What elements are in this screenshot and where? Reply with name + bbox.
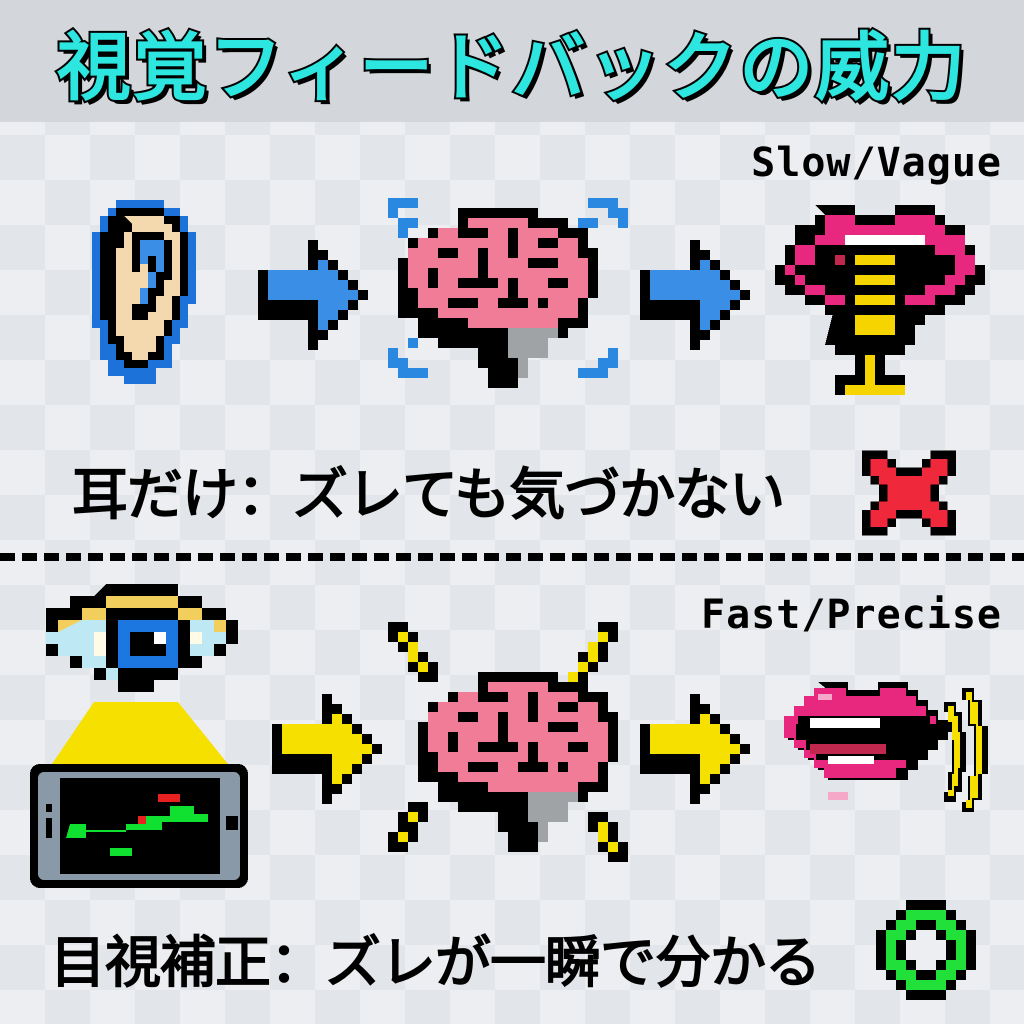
speed-label-fast: Fast/Precise: [701, 592, 1002, 638]
caption-visual: 目視補正：ズレが一瞬で分かる: [50, 930, 821, 996]
brain-icon: [378, 612, 648, 882]
arrow-right-icon: [272, 694, 382, 804]
confusion-marks: [388, 198, 628, 378]
green-circle-icon: [876, 898, 976, 1002]
caption-ear-only: 耳だけ：ズレても気づかない: [72, 462, 785, 528]
arrow-right-icon: [640, 694, 750, 804]
sight-beam: [52, 702, 228, 764]
speed-label-slow: Slow/Vague: [751, 140, 1002, 186]
section-divider: [0, 553, 1024, 561]
caption-row-ear-only: 耳だけ：ズレても気づかない: [0, 450, 1024, 536]
phone-pitch-graph-icon: [30, 764, 248, 888]
brain-icon: [378, 188, 628, 398]
open-mouth: [784, 682, 948, 800]
page-title: 視覚フィードバックの威力: [55, 23, 968, 113]
caption-row-visual: 目視補正：ズレが一瞬で分かる: [0, 900, 1024, 1000]
ear-icon: [84, 192, 212, 392]
lightning-bolt-icons: [388, 622, 628, 862]
pitch-curve: [66, 806, 208, 838]
red-x-icon: [862, 450, 956, 536]
title-banner: 視覚フィードバックの威力: [0, 0, 1024, 122]
target-pitch-marker: [158, 794, 180, 802]
eye-icon: [46, 584, 250, 704]
mouth-sound-waves-icon: [758, 682, 1002, 818]
mouth-microphone-icon: [765, 205, 985, 415]
arrow-right-icon: [258, 240, 368, 350]
arrow-right-icon: [640, 240, 750, 350]
sound-waves: [944, 688, 988, 812]
